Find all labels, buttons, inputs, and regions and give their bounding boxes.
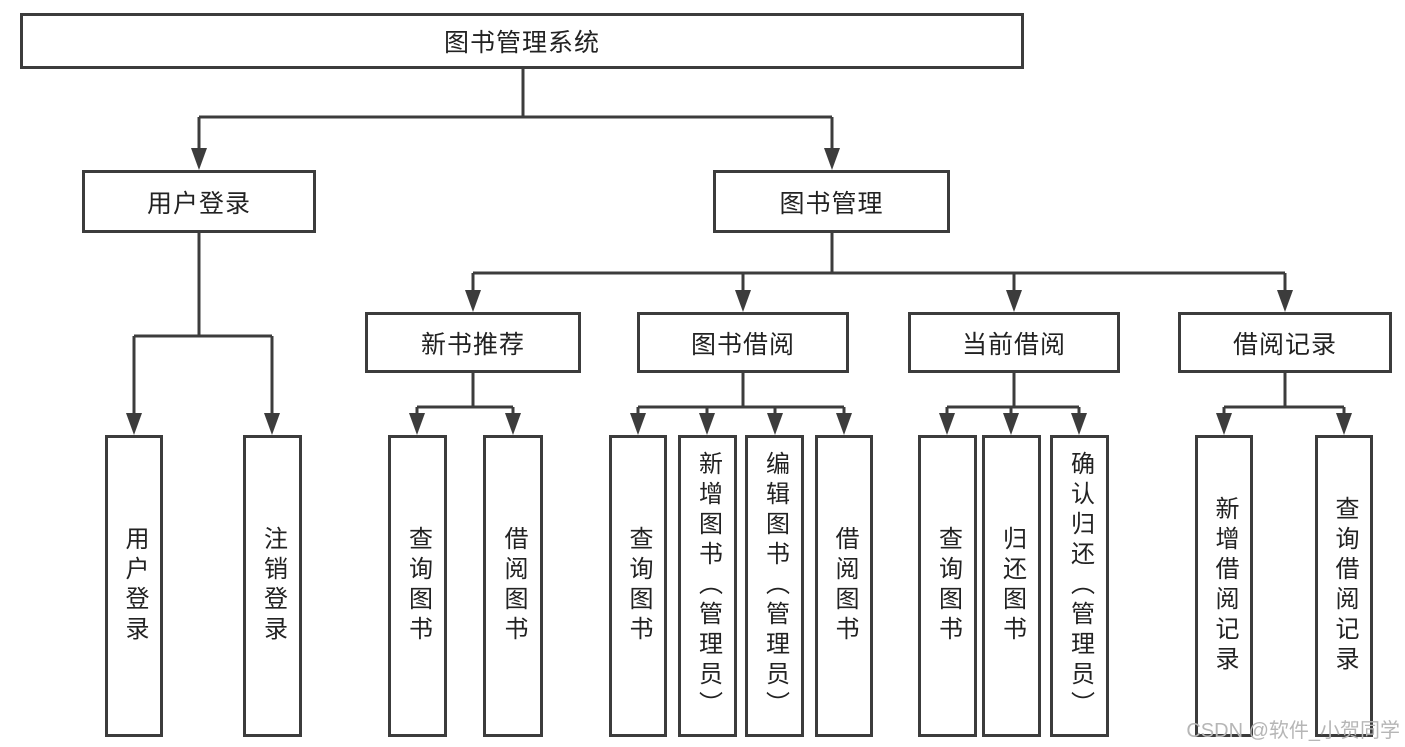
leaf-return-books: 归还图书 (982, 435, 1041, 737)
node-book-borrow-label: 图书借阅 (690, 330, 795, 359)
connector-book-management-to-level3 (465, 233, 1293, 312)
leaf-query-books-borrow: 查询图书 (609, 435, 667, 737)
leaf-confirm-return-admin: 确认归还（管理员） (1050, 435, 1109, 737)
leaf-borrow-books: 借阅图书 (815, 435, 873, 737)
leaf-add-borrow-record: 新增借阅记录 (1195, 435, 1253, 737)
connector-user-login-to-leaves (126, 233, 280, 435)
leaf-query-books-recommend: 查询图书 (388, 435, 447, 737)
leaf-return-books-label: 归还图书 (998, 526, 1026, 646)
leaf-user-login: 用户登录 (105, 435, 163, 737)
leaf-borrow-books-label: 借阅图书 (831, 526, 858, 646)
leaf-query-books-borrow-label: 查询图书 (625, 526, 652, 646)
leaf-logout-label: 注销登录 (259, 526, 287, 646)
leaf-edit-books-admin-label: 编辑图书（管理员） (761, 451, 789, 721)
node-current-borrow: 当前借阅 (908, 312, 1120, 373)
leaf-edit-books-admin: 编辑图书（管理员） (745, 435, 804, 737)
node-root: 图书管理系统 (20, 13, 1024, 69)
leaf-logout: 注销登录 (243, 435, 302, 737)
node-root-label: 图书管理系统 (443, 29, 600, 57)
leaf-query-borrow-record-label: 查询借阅记录 (1331, 496, 1358, 676)
connector-current-borrow-to-leaves (939, 373, 1087, 435)
node-book-management: 图书管理 (713, 170, 950, 233)
leaf-add-books-admin-label: 新增图书（管理员） (694, 451, 722, 721)
node-user-login-label: 用户登录 (146, 189, 251, 218)
connector-borrow-records-to-leaves (1216, 373, 1352, 435)
leaf-add-books-admin: 新增图书（管理员） (678, 435, 737, 737)
leaf-query-books-recommend-label: 查询图书 (404, 526, 432, 646)
node-book-borrow: 图书借阅 (637, 312, 849, 373)
leaf-confirm-return-admin-label: 确认归还（管理员） (1066, 451, 1094, 721)
connector-root-to-level2 (191, 69, 840, 170)
node-borrow-records-label: 借阅记录 (1232, 330, 1337, 359)
csdn-watermark: CSDN @软件_小贺同学 (1186, 720, 1400, 742)
leaf-add-borrow-record-label: 新增借阅记录 (1211, 496, 1238, 676)
node-book-management-label: 图书管理 (779, 189, 884, 218)
node-new-book-recommend-label: 新书推荐 (420, 330, 525, 359)
leaf-query-borrow-record: 查询借阅记录 (1315, 435, 1373, 737)
node-user-login: 用户登录 (82, 170, 316, 233)
leaf-borrow-books-recommend-label: 借阅图书 (500, 526, 527, 646)
node-current-borrow-label: 当前借阅 (961, 330, 1066, 359)
node-borrow-records: 借阅记录 (1178, 312, 1392, 373)
connector-book-borrow-to-leaves (630, 373, 852, 435)
connector-new-book-recommend-to-leaves (409, 373, 521, 435)
leaf-query-books-current: 查询图书 (918, 435, 977, 737)
leaf-borrow-books-recommend: 借阅图书 (483, 435, 543, 737)
leaf-query-books-current-label: 查询图书 (934, 526, 962, 646)
node-new-book-recommend: 新书推荐 (365, 312, 581, 373)
leaf-user-login-label: 用户登录 (121, 526, 148, 646)
